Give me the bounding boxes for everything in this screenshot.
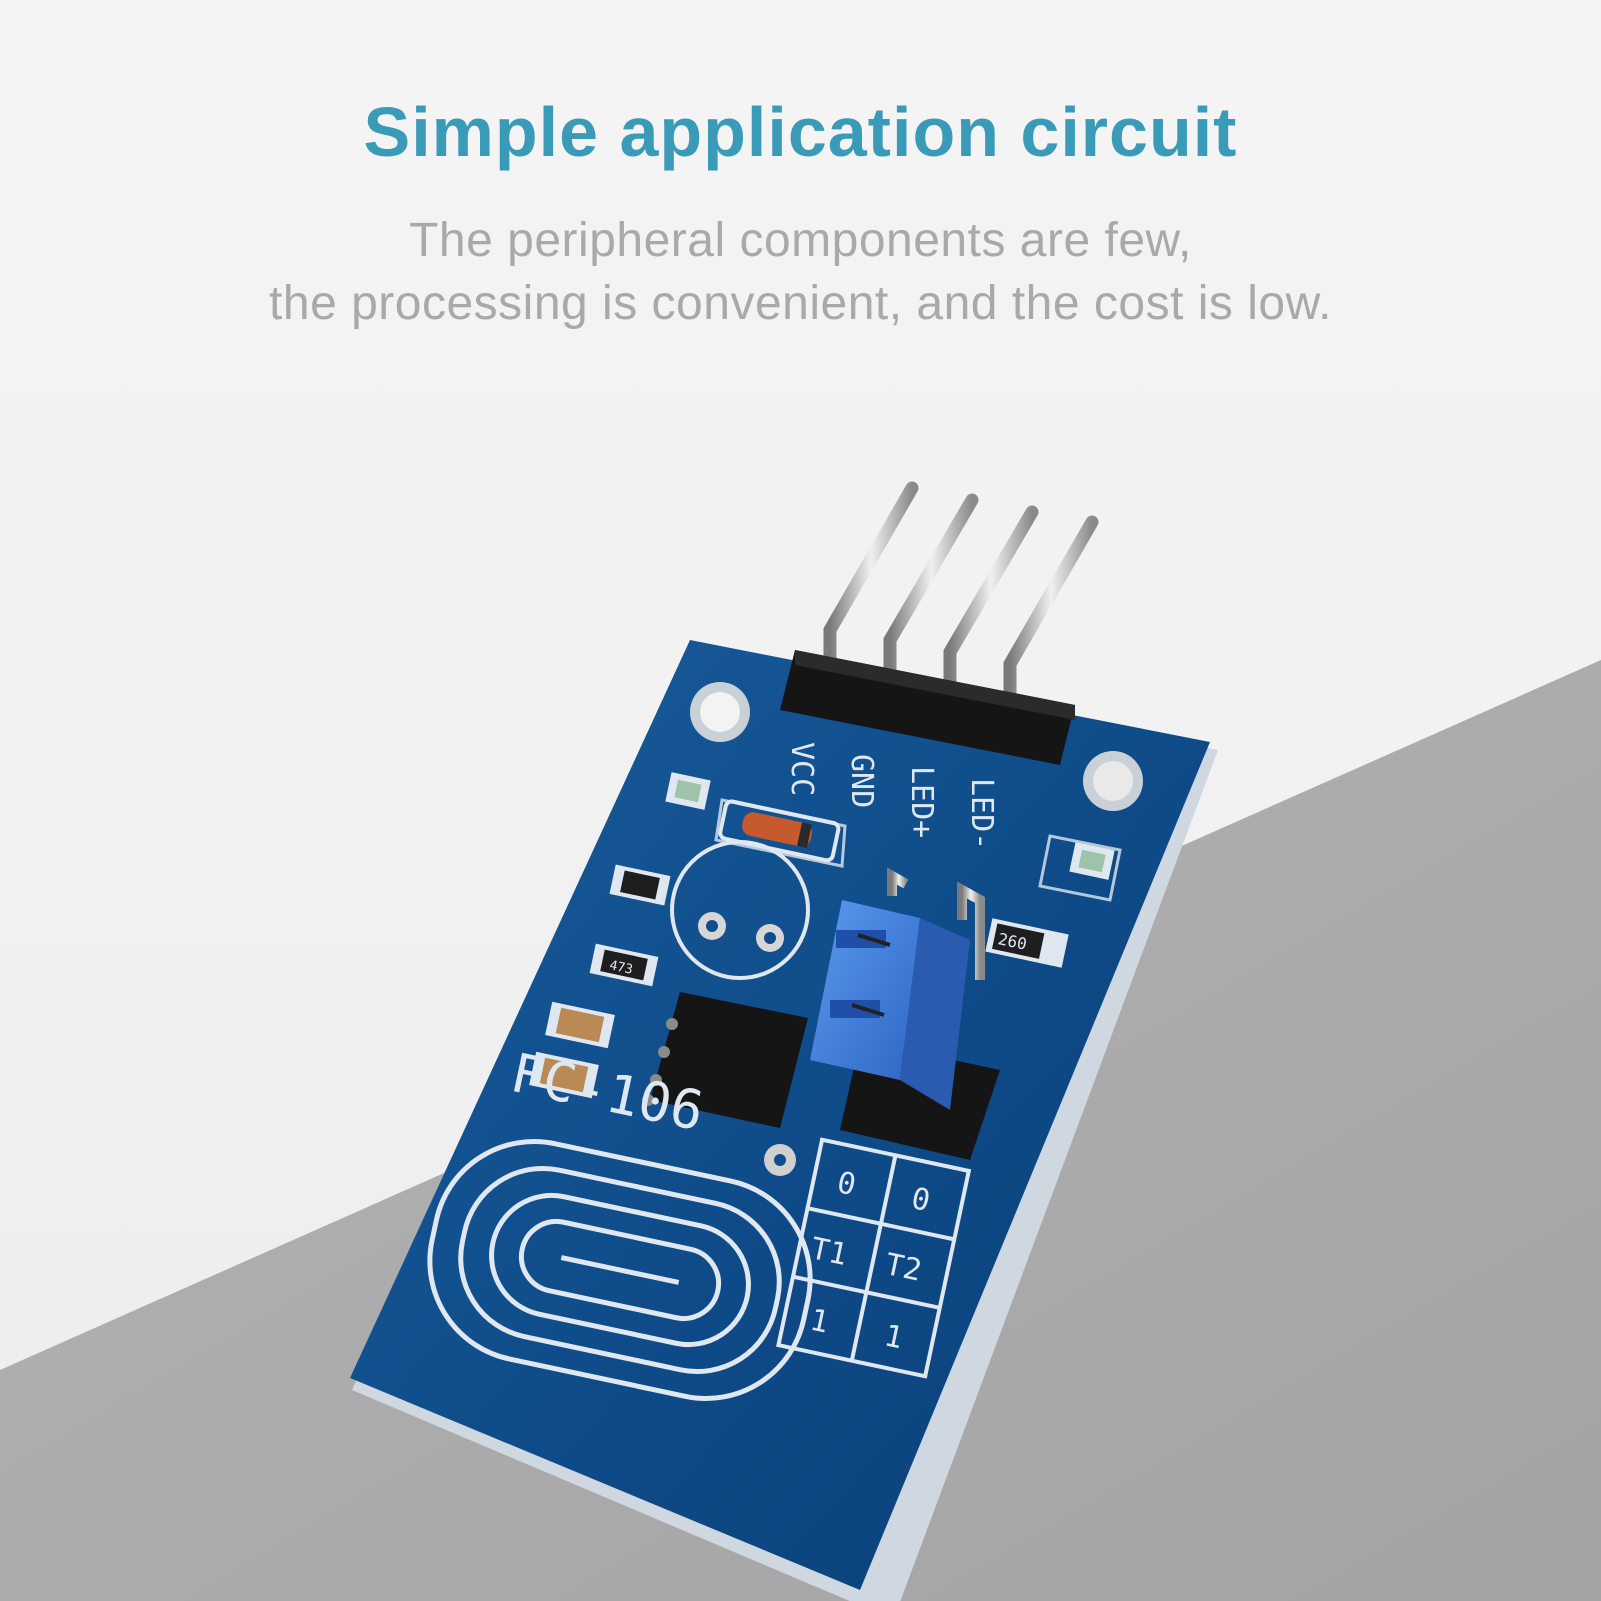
subtext-line-2: the processing is convenient, and the co… [269,277,1332,330]
smd-led-right [1069,842,1115,880]
mode-table: 0 T1 1 0 T2 1 [776,1137,972,1379]
pin-label-led-plus: LED+ [904,766,939,838]
smd-capacitor-2 [529,1051,599,1099]
smd-led-left [665,772,711,810]
smd-resistor-260: 260 [985,918,1069,968]
subtext-line-1: The peripheral components are few, [409,214,1192,267]
header-pins [823,481,1099,703]
pin-label-gnd: GND [844,754,879,808]
pin-header-housing [780,650,1075,765]
pin-label-led-minus: LED- [964,778,999,850]
smd-resistor-473: 473 [589,943,659,987]
mounting-hole-left [690,682,750,742]
smd-resistor-left [609,864,671,906]
pin-label-vcc: VCC [784,742,819,796]
resistor-code-473: 473 [608,958,634,978]
mode-row-t1: T1 [808,1231,851,1273]
capacitor-footprint [670,840,810,980]
smd-capacitor-1 [545,1001,615,1049]
headline: Simple application circuit [363,93,1238,171]
ic-chip [642,992,808,1128]
jumper-shunt-blue [810,900,970,1110]
mode-row-t2: T2 [882,1247,925,1289]
mounting-hole-right [1083,751,1143,811]
touch-slider-pattern [427,1139,813,1401]
